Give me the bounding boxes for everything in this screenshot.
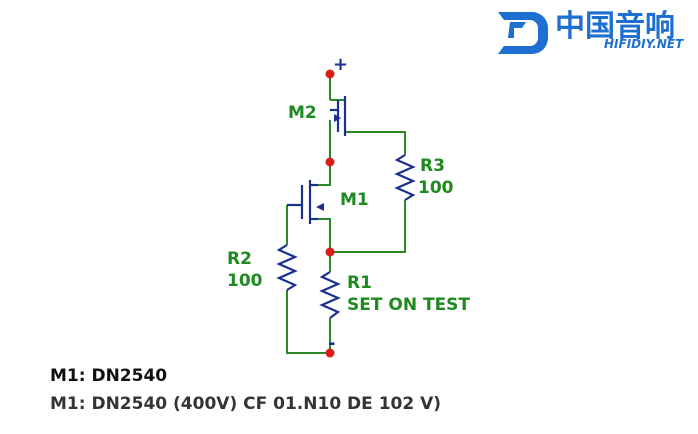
wire-r2-bottom (286, 290, 330, 354)
node-junction (325, 247, 335, 257)
r3-value-label: 100 (418, 178, 454, 198)
r2-value-label: 100 (227, 271, 263, 291)
mosfet-m1 (287, 180, 324, 224)
r3-name-label: R3 (420, 156, 445, 176)
logo-emblem-icon (498, 12, 548, 54)
node-bottom (325, 348, 335, 358)
note-line-2: M1: DN2540 (400V) CF 01.N10 DE 102 V) (50, 394, 442, 414)
wire-r3-bottom (330, 200, 406, 253)
m2-label: M2 (288, 103, 317, 123)
wire-m1-source (318, 218, 331, 252)
mosfet-m2 (330, 96, 347, 136)
components (276, 96, 416, 319)
resistor-r1 (319, 271, 341, 319)
resistor-r2 (276, 244, 298, 291)
logo-chinese-text: 中国音响 (555, 9, 675, 44)
m1-label: M1 (340, 190, 369, 210)
resistor-r3 (394, 154, 416, 201)
site-logo: 中国音响 HIFIDIY.NET (498, 9, 684, 54)
r1-value-label: SET ON TEST (347, 295, 470, 315)
wire-m1-drain (318, 162, 331, 186)
r2-name-label: R2 (227, 249, 252, 269)
r1-name-label: R1 (347, 273, 372, 293)
logo-site-text: HIFIDIY.NET (604, 37, 684, 51)
plus-terminal-sign: + (333, 54, 348, 75)
node-top (325, 69, 335, 79)
node-m2-m1 (325, 157, 335, 167)
note-line-1: M1: DN2540 (50, 366, 168, 386)
wire-m2-source (345, 131, 406, 155)
nodes (325, 69, 335, 358)
minus-terminal-sign: - (328, 333, 335, 354)
